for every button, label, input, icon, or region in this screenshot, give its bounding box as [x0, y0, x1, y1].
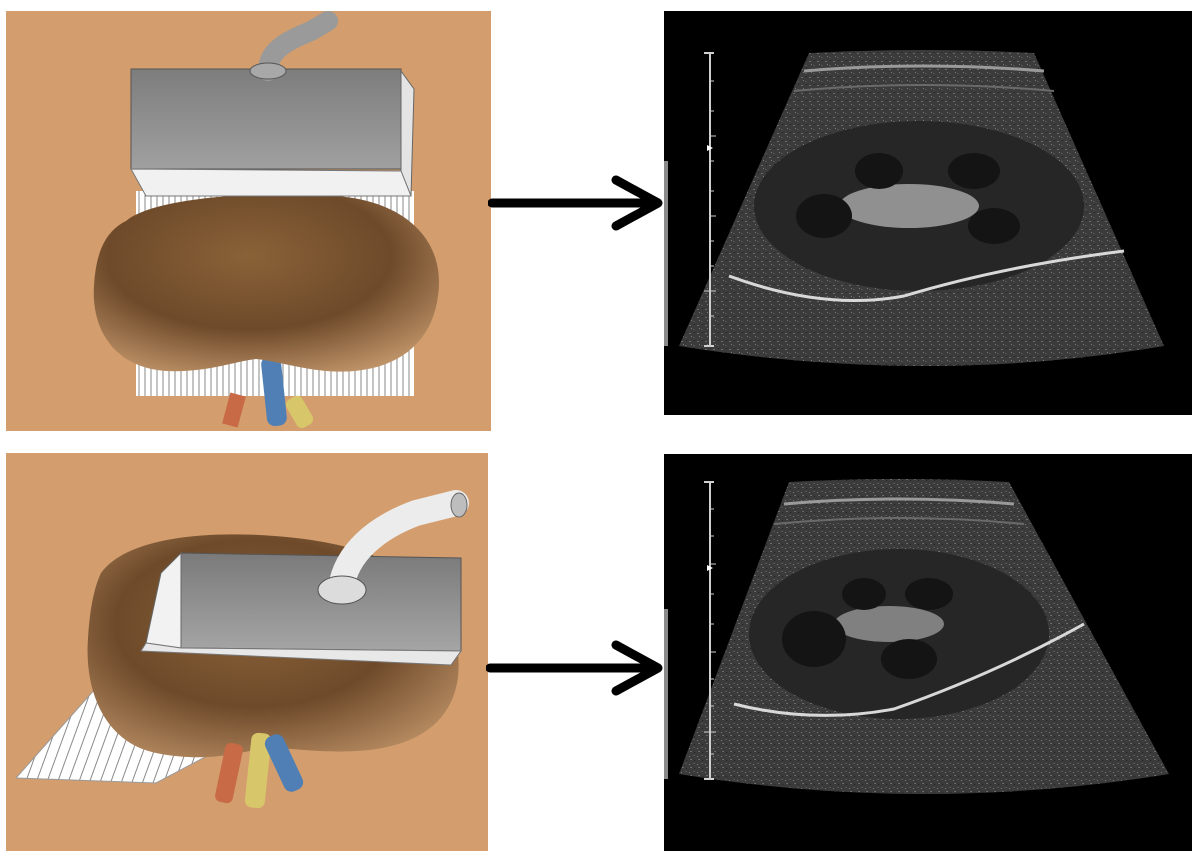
kidney-shape [94, 194, 439, 371]
ultrasound-image-panel-top [664, 11, 1192, 415]
kidney-probe-illustration-bottom [6, 453, 488, 851]
artery [222, 392, 246, 427]
ultrasound-scan-icon [664, 11, 1192, 415]
ultrasound-image-panel-bottom [664, 454, 1192, 851]
pyramid [782, 611, 846, 667]
pyramid [796, 194, 852, 238]
pyramid [855, 153, 903, 189]
probe-cable-collar [318, 576, 366, 604]
illustration-panel-top [6, 11, 491, 431]
illustration-panel-bottom [6, 453, 488, 851]
probe-front-face [131, 69, 401, 169]
probe-bottom-face [131, 169, 411, 196]
probe-cable [268, 21, 328, 71]
pyramid [968, 208, 1020, 244]
right-arrow-icon [488, 174, 666, 232]
renal-sinus [839, 184, 979, 228]
pyramid [842, 578, 886, 610]
ureter [284, 394, 316, 431]
kidney-probe-illustration-top [6, 11, 491, 431]
ultrasound-scan-icon [664, 454, 1192, 851]
pyramid [948, 153, 1000, 189]
right-arrow-icon [486, 639, 666, 697]
pyramid [881, 639, 937, 679]
probe-front-face [181, 553, 461, 651]
pyramid [905, 578, 953, 610]
renal-sinus [834, 606, 944, 642]
probe-cable-collar [250, 63, 286, 79]
